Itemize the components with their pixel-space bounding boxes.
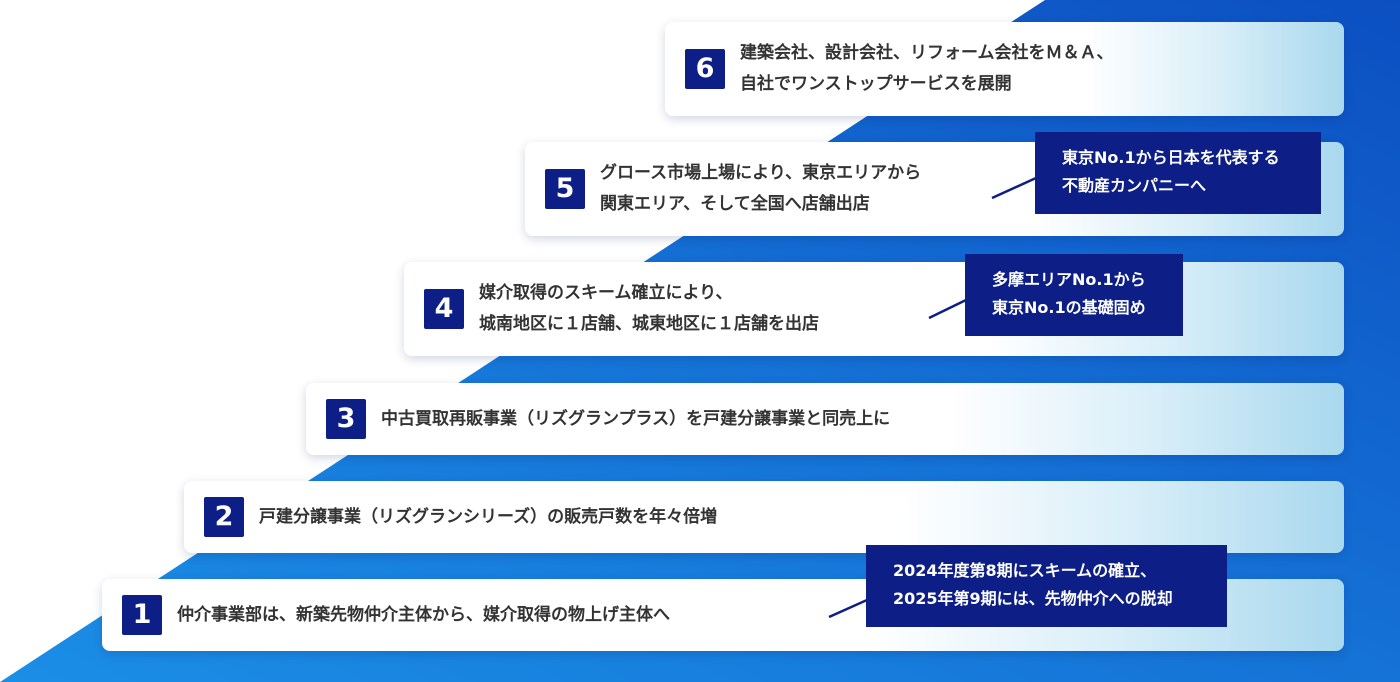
step-description: 建築会社、設計会社、リフォーム会社をＭ＆Ａ、 自社でワンストップサービスを展開 bbox=[740, 38, 1114, 100]
step-text-line: 中古買取再販事業（リズグランプラス）を戸建分譲事業と同売上に bbox=[381, 408, 891, 429]
step-number-badge: 1 bbox=[122, 595, 162, 635]
callout-step-5: 東京No.1から日本を代表する 不動産カンパニーへ bbox=[1035, 132, 1321, 214]
step-text-line: 自社でワンストップサービスを展開 bbox=[740, 74, 1012, 94]
step-text-line: 媒介取得のスキーム確立により、 bbox=[479, 283, 733, 303]
step-description: 媒介取得のスキーム確立により、 城南地区に１店舗、城東地区に１店舗を出店 bbox=[479, 278, 819, 340]
step-text-line: 建築会社、設計会社、リフォーム会社をＭ＆Ａ、 bbox=[740, 43, 1114, 63]
step-number-badge: 3 bbox=[326, 399, 366, 439]
step-number-badge: 4 bbox=[424, 289, 464, 329]
callout-step-1: 2024年度第8期にスキームの確立、 2025年第9期には、先物仲介への脱却 bbox=[866, 545, 1227, 627]
callout-text-line: 2025年第9期には、先物仲介への脱却 bbox=[893, 589, 1173, 608]
step-text-line: グロース市場上場により、東京エリアから bbox=[600, 163, 922, 183]
step-number-badge: 5 bbox=[545, 169, 585, 209]
step-text-line: 関東エリア、そして全国へ店舗出店 bbox=[600, 194, 870, 214]
step-text-line: 戸建分譲事業（リズグランシリーズ）の販売戸数を年々倍増 bbox=[259, 506, 718, 527]
step-text-line: 城南地区に１店舗、城東地区に１店舗を出店 bbox=[479, 314, 819, 334]
step-number-badge: 2 bbox=[204, 497, 244, 537]
step-6-card: 6 建築会社、設計会社、リフォーム会社をＭ＆Ａ、 自社でワンストップサービスを展… bbox=[665, 22, 1344, 116]
callout-text-line: 2024年度第8期にスキームの確立、 bbox=[893, 561, 1157, 580]
step-4-card: 4 媒介取得のスキーム確立により、 城南地区に１店舗、城東地区に１店舗を出店 bbox=[404, 262, 1344, 356]
step-number-badge: 6 bbox=[685, 49, 725, 89]
step-description: グロース市場上場により、東京エリアから 関東エリア、そして全国へ店舗出店 bbox=[600, 158, 921, 220]
step-2-card: 2 戸建分譲事業（リズグランシリーズ）の販売戸数を年々倍増 bbox=[184, 481, 1344, 553]
callout-text-line: 東京No.1から日本を代表する bbox=[1062, 148, 1280, 167]
step-description: 戸建分譲事業（リズグランシリーズ）の販売戸数を年々倍増 bbox=[259, 502, 717, 533]
callout-text-line: 多摩エリアNo.1から bbox=[992, 270, 1146, 289]
step-description: 仲介事業部は、新築先物仲介主体から、媒介取得の物上げ主体へ bbox=[177, 600, 670, 631]
step-text-line: 仲介事業部は、新築先物仲介主体から、媒介取得の物上げ主体へ bbox=[177, 604, 670, 625]
callout-step-4: 多摩エリアNo.1から 東京No.1の基礎固め bbox=[965, 254, 1183, 336]
callout-text-line: 不動産カンパニーへ bbox=[1062, 176, 1207, 195]
callout-text-line: 東京No.1の基礎固め bbox=[992, 298, 1146, 317]
step-3-card: 3 中古買取再販事業（リズグランプラス）を戸建分譲事業と同売上に bbox=[306, 383, 1344, 455]
step-description: 中古買取再販事業（リズグランプラス）を戸建分譲事業と同売上に bbox=[381, 404, 890, 435]
